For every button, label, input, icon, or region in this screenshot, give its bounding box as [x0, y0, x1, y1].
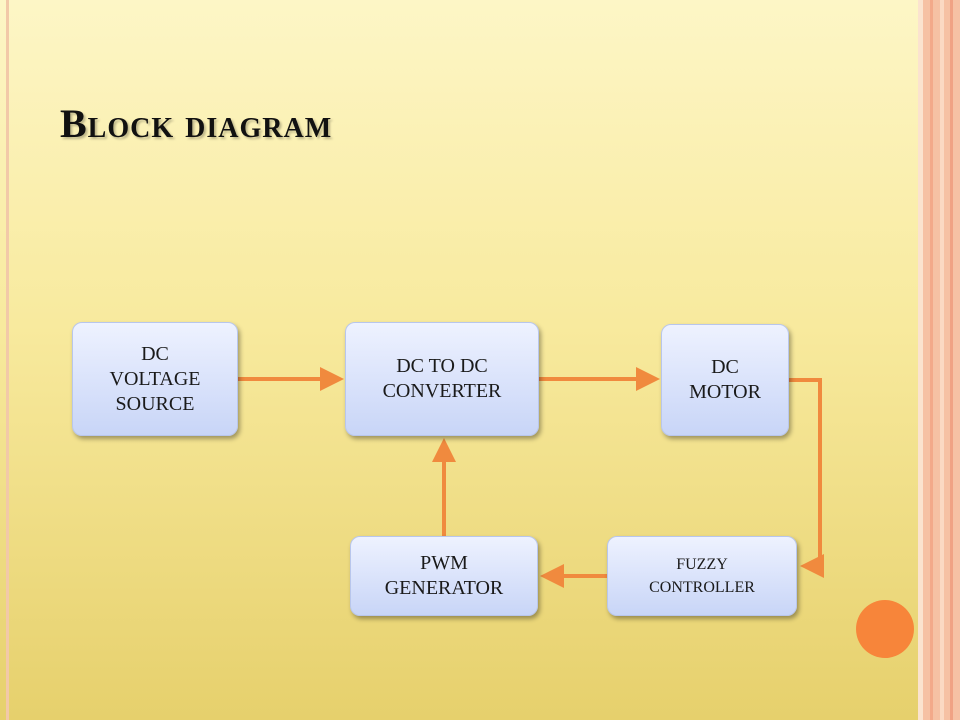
decorative-circle — [856, 600, 914, 658]
dc-motor-label: DC MOTOR — [689, 356, 761, 403]
dc-voltage-source-block: DC VOLTAGE SOURCE — [72, 322, 238, 436]
slide-title: Block diagram — [60, 101, 333, 146]
pwm-generator-block: PWM GENERATOR — [350, 536, 538, 616]
dc-voltage-source-label: DC VOLTAGE SOURCE — [109, 342, 201, 415]
left-decorative-rule — [6, 0, 9, 720]
pwm-generator-label: PWM GENERATOR — [384, 552, 504, 599]
dc-to-dc-converter-label: DC TO DC CONVERTER — [382, 355, 502, 402]
dc-motor-block: DC MOTOR — [661, 324, 789, 436]
dc-to-dc-converter-block: DC TO DC CONVERTER — [345, 322, 539, 436]
arrow-motor-to-fuzzy — [789, 378, 824, 578]
right-decorative-stripes — [918, 0, 960, 720]
fuzzy-controller-block: FUZZY CONTROLLER — [607, 536, 797, 616]
fuzzy-controller-label: FUZZY CONTROLLER — [649, 555, 755, 596]
